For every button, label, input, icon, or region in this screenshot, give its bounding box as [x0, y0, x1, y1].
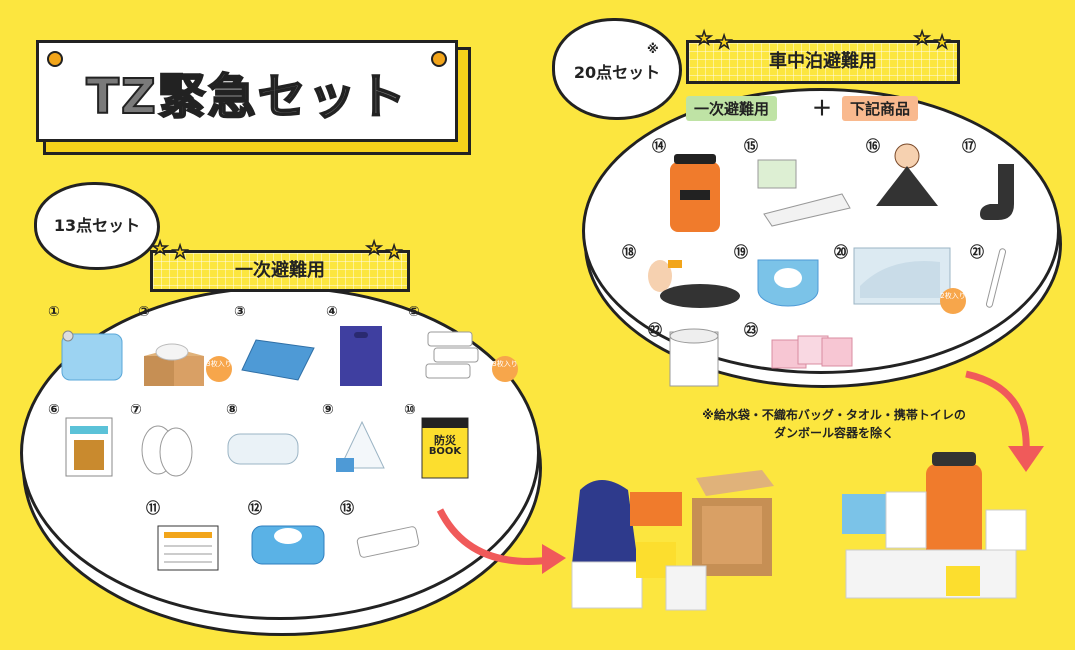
- left-banner: 一次避難用: [150, 250, 410, 292]
- item-number: ⑲: [734, 245, 748, 261]
- sanitary-pads-icon: [771, 335, 853, 369]
- tag-extra: 下記商品: [842, 96, 919, 121]
- item-number: ⑫: [248, 501, 262, 517]
- towel-icon: [227, 433, 299, 465]
- item-number: ⑱: [622, 245, 636, 261]
- page-title: TZ緊急セット: [85, 68, 408, 126]
- raincoat-icon: [336, 420, 385, 472]
- item-number: ⑮: [744, 139, 758, 155]
- right-banner-label: 車中泊避難用: [769, 51, 877, 72]
- badge-label: 3枚入り: [492, 360, 518, 368]
- star-icon: ★: [151, 237, 169, 260]
- item-number: ⑤: [408, 304, 420, 320]
- item-number: ⑭: [652, 139, 666, 155]
- water-bag-icon: [61, 330, 123, 381]
- asterisk-mark: ※: [647, 42, 659, 56]
- arrow-icon: [965, 370, 1044, 472]
- tarp-sheet-icon: [241, 339, 315, 381]
- badge-label: 3枚入り: [206, 360, 232, 368]
- poncho-icon: [876, 143, 938, 206]
- item-number: ⑳: [834, 245, 848, 261]
- item-number: ⑬: [340, 501, 354, 517]
- book-subtitle: BOOK: [428, 446, 462, 457]
- star-icon: ★: [715, 31, 733, 54]
- quantity-badge: 3枚入り: [492, 356, 518, 382]
- quantity-badge: 3枚入り: [206, 356, 232, 382]
- item-number: ㉓: [744, 323, 758, 339]
- dry-bag-icon: [670, 154, 720, 232]
- sock-icon: [980, 164, 1014, 220]
- item-number: ㉑: [970, 245, 984, 261]
- right-banner: 車中泊避難用: [686, 40, 960, 84]
- item-number: ㉒: [648, 323, 662, 339]
- book-title: 防災: [434, 434, 456, 447]
- star-icon: ★: [171, 241, 189, 264]
- star-icon: ★: [365, 237, 383, 260]
- quantity-badge: 2枚入り: [940, 288, 966, 314]
- item-number: ⑩: [404, 402, 416, 418]
- item-number: ①: [48, 304, 60, 320]
- star-icon: ★: [933, 31, 951, 54]
- left-count-label: 13点セット: [53, 216, 141, 235]
- name-card-icon: [157, 525, 219, 571]
- star-icon: ★: [385, 241, 403, 264]
- eye-mask-earplug-icon: [648, 260, 740, 308]
- item-number: ⑨: [322, 402, 334, 418]
- tag-primary: 一次避難用: [686, 96, 778, 121]
- left-banner-label: 一次避難用: [235, 260, 325, 281]
- item-number: ⑰: [962, 139, 976, 155]
- wet-wipes-icon: [251, 525, 325, 565]
- item-number: ②: [138, 304, 150, 320]
- mask-icon: [425, 331, 479, 379]
- right-plate: [582, 88, 1060, 374]
- left-count-bubble: 13点セット: [34, 182, 160, 270]
- title-dot: [47, 51, 63, 67]
- right-count-bubble: 20点セット: [552, 18, 682, 120]
- product-photo-car: [842, 452, 1027, 599]
- badge-label: 2枚入り: [940, 292, 966, 300]
- right-count-label: 20点セット: [573, 63, 661, 82]
- arrow-icon: [436, 508, 566, 574]
- title-dot: [431, 51, 447, 67]
- star-icon: ★: [695, 27, 713, 50]
- item-number: ④: [326, 304, 338, 320]
- emergency-blanket-icon: [65, 417, 113, 477]
- product-photo-primary: [571, 470, 774, 611]
- item-number: ⑦: [130, 402, 142, 418]
- sunshade-icon: [853, 247, 951, 305]
- plus-sign: ＋: [812, 96, 832, 120]
- nonwoven-bag-icon: [340, 326, 382, 386]
- sleeping-mat-icon: [757, 159, 851, 227]
- item-number: ⑧: [226, 402, 238, 418]
- exclusion-note-2: ダンボール容器を除く: [773, 426, 894, 440]
- item-number: ⑯: [866, 139, 880, 155]
- star-icon: ★: [913, 27, 931, 50]
- item-number: ⑪: [146, 501, 160, 517]
- work-gloves-icon: [141, 425, 193, 477]
- toilet-paper-icon: [669, 328, 719, 387]
- toothbrush-icon: [986, 248, 1006, 308]
- disaster-book-icon: [421, 417, 469, 479]
- neck-pillow-icon: [757, 259, 819, 307]
- toothbrush-kit-icon: [356, 526, 420, 558]
- exclusion-note-1: ※給水袋・不織布バッグ・タオル・携帯トイレの: [702, 408, 966, 422]
- item-number: ③: [234, 304, 246, 320]
- item-number: ⑥: [48, 402, 60, 418]
- cardboard-toilet-icon: [144, 343, 204, 386]
- title-plate: TZ緊急セット: [36, 40, 458, 142]
